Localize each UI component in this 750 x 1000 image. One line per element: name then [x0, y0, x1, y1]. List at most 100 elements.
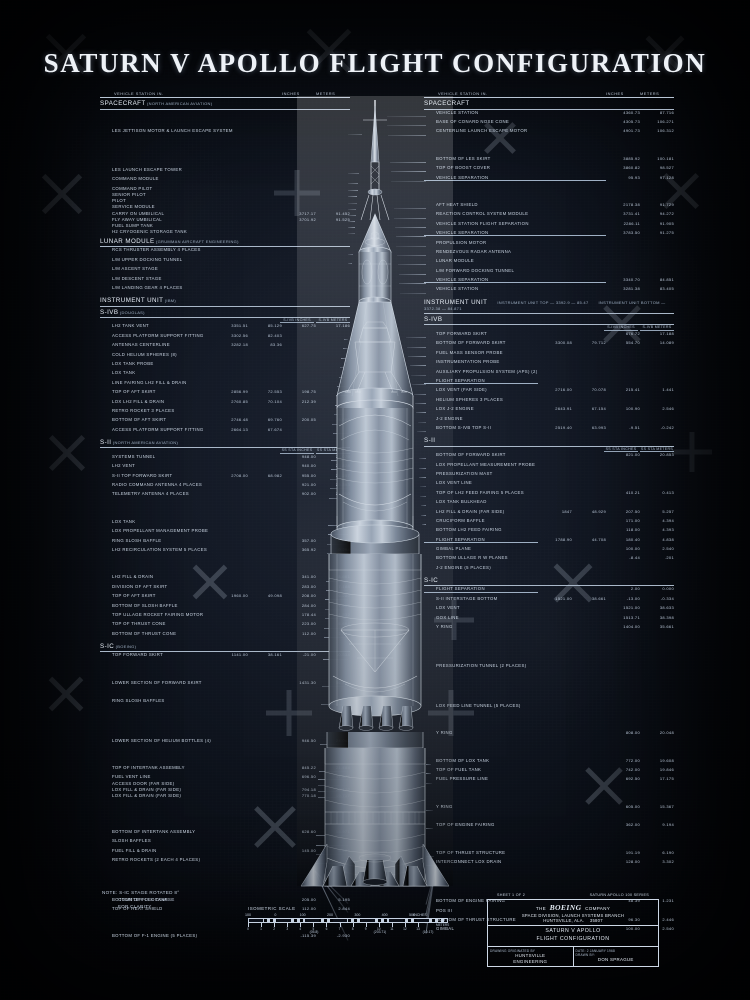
callout-stage-meters: -0.242 — [660, 424, 674, 430]
callout-stage-inches: 171.00 — [625, 517, 640, 523]
section-header-instrument-unit: INSTRUMENT UNIT (IBM) — [100, 298, 350, 307]
row-spacer — [424, 713, 674, 731]
callout-label: RADIO COMMAND ANTENNA 4 PLACES — [112, 483, 203, 488]
callout-inches: -115.39 — [300, 933, 316, 939]
callout-stage-meters: 17.188 — [659, 331, 674, 337]
callout-label: TOP OF THRUST CONE — [112, 622, 166, 627]
callout-label: BOTTOM OF F-1 ENGINE (5 PLACES) — [112, 934, 198, 939]
callout-label: REACTION CONTROL SYSTEM MODULE — [436, 212, 529, 217]
callout-label: CENTERLINE LAUNCH ESCAPE MOTOR — [436, 129, 528, 134]
callout-label: BOTTOM LH2 FEED FAIRING — [436, 528, 502, 533]
callout-label: LOX VENT (FAR SIDE) — [436, 388, 487, 393]
callout-row: RCS THRUSTER ASSEMBLY 4 PLACES — [100, 248, 350, 257]
callout-label: SYSTEMS TUNNEL — [112, 454, 156, 459]
note-lead: NOTE: — [102, 890, 118, 895]
callout-inches: 191.19 — [625, 849, 640, 855]
callout-row: ACCESS DOOR (FAR SIDE) — [100, 782, 350, 788]
scale-tick — [287, 923, 289, 927]
page-title: SATURN V APOLLO FLIGHT CONFIGURATION — [43, 48, 707, 78]
callout-meters: 2.446 — [662, 917, 674, 923]
scale-inch-label: 0 — [274, 913, 277, 917]
callout-row: RENDEZVOUS RADAR ANTENNA — [424, 250, 674, 259]
callout-label: INSTRUMENTATION PROBE — [436, 360, 500, 365]
callout-label: LH2 FILL & DRAIN — [112, 575, 154, 580]
scale-inch-label: 100 — [245, 913, 251, 917]
drawn-label: DRAWN BY: — [575, 952, 596, 957]
callout-inches: 2856.99 — [231, 389, 248, 395]
callout-row: L/M UPPER DOCKING TUNNEL — [100, 258, 350, 267]
callout-inches: 1521.00 — [555, 595, 572, 601]
callout-row: SERVICE MODULE — [100, 205, 350, 211]
section-header-s-ii: S-II (NORTH AMERICAN AVIATION) — [100, 440, 350, 449]
callout-label: ACCESS DOOR (FAR SIDE) — [112, 781, 175, 786]
callout-row: FUEL SUMP TANK — [100, 224, 350, 230]
scale-meter-label: 3 — [286, 927, 289, 931]
scale-meter-callout: (10.17) — [422, 930, 434, 934]
scale-meter-unit: METERS — [436, 923, 450, 927]
callout-label: SLOSH BAFFLES — [112, 839, 152, 844]
callout-inches: 1788.90 — [555, 536, 572, 542]
callout-row: RING SLOSH BAFFLES — [100, 699, 350, 708]
callout-row: L/M FORWARD DOCKING TUNNEL — [424, 269, 674, 278]
callout-meters: 2.844 — [338, 906, 350, 912]
row-spacer — [424, 833, 674, 851]
callout-label: TELEMETRY ANTENNA 4 PLACES — [112, 492, 189, 497]
callout-stage-inches: -8.44 — [629, 555, 640, 561]
zip-code: 35807 — [589, 917, 603, 923]
callout-meters: 106.271 — [657, 119, 674, 124]
section-header-spacecraft: SPACECRAFT (NORTH AMERICAN AVIATION) — [100, 101, 350, 110]
callout-inches: 4901.73 — [623, 128, 640, 134]
callout-inches: 2286.11 — [623, 220, 640, 226]
callout-stage-inches: 100.90 — [625, 406, 640, 412]
program-cell: SATURN V APOLLO FLIGHT CONFIGURATION — [488, 926, 658, 948]
callout-label: LOX TANK BULKHEAD — [436, 500, 487, 505]
callout-label: TOP FORWARD SKIRT — [112, 653, 164, 658]
callout-row: LOX VENT LINE — [424, 481, 674, 490]
callout-label: SERVICE MODULE — [112, 205, 155, 210]
callout-label: BOTTOM OF THRUST STRUCTURE — [436, 918, 516, 923]
callout-meters: 17.175 — [659, 776, 674, 782]
callout-meters: 3.302 — [662, 858, 674, 864]
credits-cell: DRAWING ORIGINATED BY HUNTSVILLE ENGINEE… — [488, 947, 658, 967]
callout-label: TOP OF LH2 FEED FAIRING 5 PLACES — [436, 490, 524, 495]
scale-title: ISOMETRIC SCALE — [248, 906, 296, 911]
callout-stage-inches: -9.51 — [629, 424, 640, 430]
scale-bar-graphic — [248, 918, 448, 923]
callout-label: BOTTOM OF FORWARD SKIRT — [436, 341, 506, 346]
callout-meters: 79.712 — [591, 340, 606, 346]
callout-meters: 9.194 — [662, 822, 674, 828]
date-row: DATE: 2 JANUARY 1968 — [576, 949, 657, 953]
callout-label: BOTTOM ULLAGE R W PLANES — [436, 556, 508, 561]
callout-label: BOTTOM OF LOX TANK — [436, 758, 490, 763]
callout-label: SENIOR PILOT — [112, 192, 146, 197]
column-header-meters: METERS — [640, 91, 660, 96]
callout-stage-inches: 100.00 — [625, 546, 640, 552]
section-header-s-ii: S-II — [424, 438, 674, 447]
callout-meters: 70.104 — [267, 398, 282, 404]
scale-meter-callouts: (05.8)(203.71)(10.17) — [248, 930, 448, 936]
callout-inches: 1960.00 — [231, 593, 248, 599]
callout-inches: 2746.48 — [231, 417, 248, 423]
company-word: COMPANY — [585, 905, 611, 911]
callout-inches: 3281.38 — [623, 286, 640, 292]
row-spacer — [424, 674, 674, 704]
callout-row: L/M DESCENT STAGE — [100, 277, 350, 286]
scale-meter-callout: (203.71) — [373, 930, 387, 934]
callout-label: LUNAR MODULE — [436, 259, 474, 264]
callout-stage-meters: 14.089 — [659, 340, 674, 346]
callout-row: LINE FAIRING LH2 FILL & DRAIN — [100, 381, 350, 390]
section-contractor: (NORTH AMERICAN AVIATION) — [145, 101, 213, 107]
callout-row: BOTTOM ULLAGE R W PLANES-8.44.201 — [424, 556, 674, 565]
